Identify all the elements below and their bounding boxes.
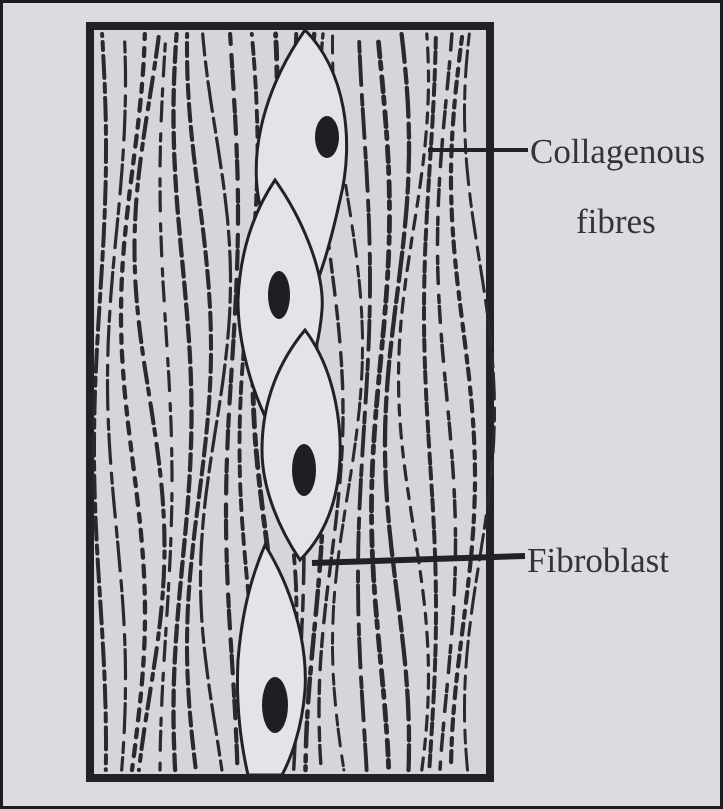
tissue-diagram: Collagenous fibres Fibroblast [0, 0, 723, 809]
figure-border [0, 0, 723, 809]
